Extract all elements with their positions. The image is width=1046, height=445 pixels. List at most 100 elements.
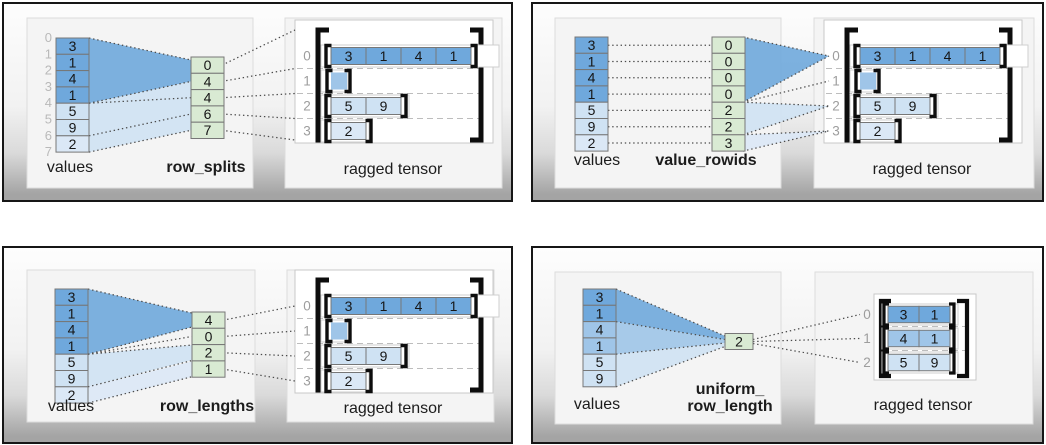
connector-label: row_lengths	[160, 398, 254, 415]
connector-cell-value: 4	[204, 73, 212, 89]
tensor-row-right-bracket	[365, 118, 373, 144]
tensor-cell	[918, 353, 951, 372]
connector-dotted-line	[222, 352, 296, 357]
tensor-row-right-bracket	[470, 43, 478, 69]
tensor-cell-value: 2	[345, 123, 353, 139]
values-boundary-index: 2	[45, 63, 52, 78]
ragged-tensor-label: ragged tensor	[873, 161, 972, 178]
connector-cell-value: 0	[205, 328, 213, 344]
light-wedge	[743, 102, 829, 135]
ragged-tensor-label: ragged tensor	[344, 161, 443, 178]
tensor-cell-value: 1	[909, 48, 917, 64]
tensor-row-index: 1	[863, 331, 871, 346]
connector-cell-value: 2	[205, 345, 213, 361]
connector-dotted-line	[87, 344, 193, 355]
values-label: values	[574, 152, 620, 169]
values-cell-value: 5	[69, 103, 77, 119]
connector-dotted-line	[87, 288, 193, 314]
tensor-row-index: 0	[832, 49, 840, 64]
tensor-cell-value: 1	[380, 298, 388, 314]
tensor-cell-value: 4	[415, 298, 423, 314]
tensor-cell-value: 9	[909, 98, 917, 114]
connector-label: row_splits	[166, 159, 245, 176]
tensor-cell-value: 9	[380, 348, 388, 364]
values-cell	[55, 135, 90, 153]
tensor-cell	[859, 122, 896, 140]
values-cell-value: 5	[68, 354, 76, 370]
values-boundary-index: 0	[45, 30, 52, 45]
values-label: values	[48, 398, 94, 415]
pale-wedge	[88, 361, 192, 404]
values-cell-value: 1	[588, 53, 596, 69]
dark-wedge	[89, 38, 191, 104]
tensor-row-left-bracket	[853, 43, 861, 69]
tensor-row-right-bracket	[470, 293, 478, 319]
values-cell-value: 3	[68, 289, 76, 305]
connector-dotted-line	[87, 359, 193, 388]
tensor-row-right-bracket	[344, 318, 352, 344]
connector-cell-value: 6	[204, 106, 212, 122]
tensor-cell-value: 5	[874, 98, 882, 114]
tensor-row-right-bracket	[365, 368, 373, 394]
tensor-cell-value: 3	[874, 48, 882, 64]
tensor-empty-row-cell	[331, 72, 347, 90]
tensor-cell	[894, 97, 931, 115]
tensor-row-right-bracket	[344, 68, 352, 94]
tensor-cell-value: 1	[931, 306, 939, 322]
connector-dotted-line	[88, 129, 192, 153]
tensor-outer-right-bracket	[470, 277, 484, 393]
tensor-row-left-bracket	[882, 326, 889, 351]
tensor-row-index: 2	[863, 355, 871, 370]
connector-cell-value: 7	[204, 122, 212, 138]
connector-cell-value: 2	[735, 333, 743, 349]
tensor-row-left-bracket	[324, 293, 332, 319]
connector-dotted-line	[742, 130, 830, 136]
tensor-cell	[964, 47, 1001, 65]
connector-cell-value: 4	[205, 312, 213, 328]
tensor-row-right-bracket	[873, 68, 881, 94]
values-boundary-index: 6	[45, 128, 52, 143]
tensor-cell-value: 9	[380, 98, 388, 114]
values-cell-value: 1	[68, 305, 76, 321]
tensor-row-left-bracket	[324, 43, 332, 69]
values-cell-value: 1	[68, 338, 76, 354]
tensor-row-right-bracket	[949, 326, 956, 351]
values-cell-value: 1	[588, 86, 596, 102]
connector-label: value_rowids	[655, 152, 756, 169]
tensor-outer-left-bracket	[878, 298, 891, 379]
tensor-cell-value: 4	[944, 48, 952, 64]
tensor-row-right-bracket	[894, 118, 902, 144]
tensor-row-right-bracket	[999, 43, 1007, 69]
tensor-row-left-bracket	[853, 118, 861, 144]
connector-dotted-line	[615, 320, 726, 341]
tensor-cell-value: 5	[345, 98, 353, 114]
values-cell-value: 3	[69, 38, 77, 54]
tensor-row-left-bracket	[324, 118, 332, 144]
tensor-cell	[435, 47, 472, 65]
connector-cell	[190, 121, 225, 139]
connector-dotted-line	[752, 313, 861, 341]
connector-dotted-line	[87, 335, 193, 355]
values-label: values	[574, 396, 620, 413]
connector-label: row_length	[687, 398, 772, 415]
connector-cell-value: 3	[725, 135, 733, 151]
connector-dotted-line	[88, 37, 192, 61]
connector-dotted-line	[615, 342, 726, 355]
tensor-outer-right-bracket	[470, 27, 484, 143]
tensor-cell	[918, 305, 951, 324]
light-wedge	[88, 345, 192, 387]
tensor-row-left-bracket	[853, 93, 861, 119]
tensor-row-left-bracket	[325, 318, 333, 344]
tensor-row-index: 0	[303, 299, 311, 314]
tensor-row-right-bracket	[400, 93, 408, 119]
values-cell-value: 2	[588, 135, 596, 151]
pale-wedge	[743, 131, 829, 152]
tensor-cell-value: 5	[900, 354, 908, 370]
tensor-cell	[330, 122, 367, 140]
values-cell-value: 4	[68, 322, 76, 338]
